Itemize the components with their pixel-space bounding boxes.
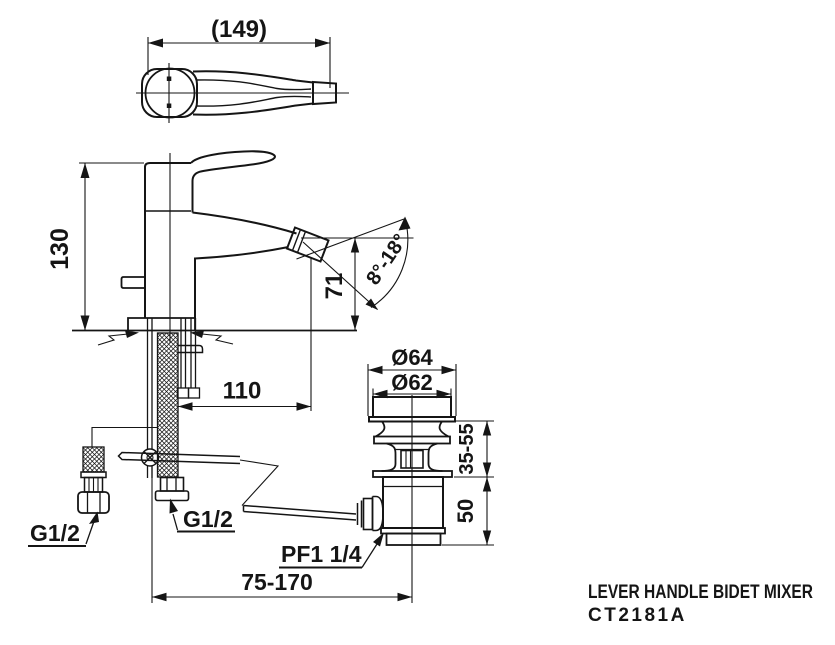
cross-fitting [140, 448, 160, 467]
pop-up-knob [120, 276, 145, 289]
front-view-faucet: 8°-18° 130 71 110 [46, 150, 414, 411]
handle-cap-circle [144, 67, 196, 119]
spout-top [192, 211, 297, 235]
below-deck-assembly [77, 318, 357, 521]
dim-spout-angle-label: 8°-18° [362, 230, 412, 289]
product-title: LEVER HANDLE BIDET MIXER [588, 582, 813, 603]
product-model: CT2181A [588, 605, 687, 626]
left-supply-hose [77, 426, 158, 514]
dim-flange-top-label: Ø62 [391, 370, 433, 395]
dim-tail-length-label: 50 [453, 499, 478, 523]
title-block: LEVER HANDLE BIDET MIXER CT2181A [588, 582, 813, 626]
drain-thread-label: PF1 1/4 [281, 541, 362, 567]
drain-tailpiece [382, 476, 444, 529]
dimension-rod-range: 75-170 [151, 466, 412, 603]
dimension-drain-body-height: 35-55 [454, 420, 494, 478]
top-view-handle: (149) [136, 16, 349, 123]
dim-handle-length-label: (149) [211, 16, 267, 43]
threaded-shank [156, 332, 179, 478]
shank-nut [154, 476, 190, 502]
dimension-spout-height: 71 [321, 238, 360, 330]
label-pf114: PF1 1/4 [279, 532, 384, 569]
dimension-flange-top: Ø62 [372, 370, 452, 399]
clamp-bracket [178, 344, 204, 354]
dim-rod-range-label: 75-170 [241, 569, 313, 595]
label-g12-center: G1/2 [169, 498, 235, 533]
handle-tip [312, 80, 337, 106]
hose-braid [82, 446, 105, 473]
dim-total-height-label: 130 [46, 228, 74, 270]
dim-flange-outer-label: Ø64 [391, 345, 433, 370]
mounting-studs [176, 318, 201, 399]
labels: G1/2 G1/2 PF1 1/4 75-170 [28, 466, 412, 603]
aerator [285, 226, 330, 263]
label-g12-left: G1/2 [28, 511, 99, 547]
rod-socket [356, 495, 384, 532]
faucet-body-outline [144, 162, 191, 318]
dim-drain-body-height-label: 35-55 [456, 423, 478, 474]
spout-bottom [194, 246, 289, 318]
horizontal-lift-rod [242, 504, 357, 521]
rod-linkage [239, 459, 280, 506]
deck-plate [72, 317, 357, 346]
supply-thread-left-label: G1/2 [30, 520, 80, 546]
dimension-tail-length: 50 [442, 477, 494, 546]
hose-nut [77, 491, 110, 514]
dimension-total-height: 130 [46, 162, 144, 331]
pop-up-rod-assembly [117, 318, 357, 521]
drain-knob [400, 449, 424, 469]
dim-spout-reach-label: 110 [223, 378, 262, 405]
drain-assembly: Ø64 Ø62 35-55 50 [356, 345, 494, 603]
dimension-handle-length: (149) [147, 16, 331, 88]
faucet-lever [190, 150, 276, 213]
supply-thread-center-label: G1/2 [183, 506, 233, 532]
dimension-flange-outer: Ø64 [367, 345, 457, 416]
drain-bottom-nut [385, 532, 442, 546]
dim-spout-height-label: 71 [321, 273, 348, 300]
dimension-spout-reach: 110 [178, 258, 312, 411]
